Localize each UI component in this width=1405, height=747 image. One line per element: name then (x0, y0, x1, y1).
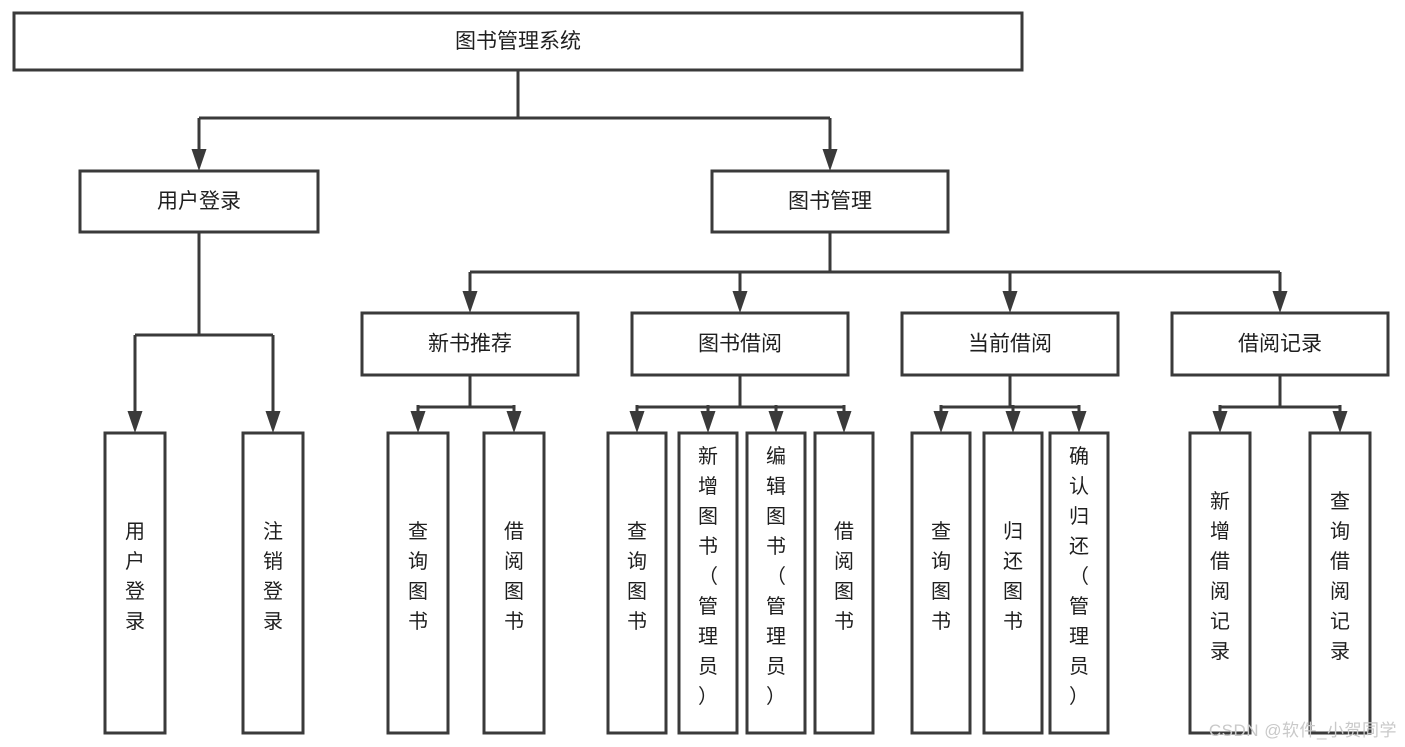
leaf-label: 新增借阅记录 (1210, 490, 1230, 663)
leaf-box[interactable] (606, 431, 668, 735)
leaf-box[interactable] (482, 431, 546, 735)
leaf-box[interactable] (677, 431, 739, 735)
level2-label: 当前借阅 (968, 333, 1052, 356)
connector-layer (127, 70, 1348, 433)
leaf-box[interactable] (813, 431, 875, 735)
arrow-head (629, 411, 645, 433)
leaf-box[interactable] (910, 431, 972, 735)
arrow-head (462, 291, 478, 313)
leaf-box[interactable] (1188, 431, 1252, 735)
leaf-label: 归还图书 (1003, 520, 1023, 633)
leaf-label: 确认归还（管理员） (1069, 445, 1089, 708)
leaf-box[interactable] (745, 431, 807, 735)
level1-label: 用户登录 (157, 190, 241, 213)
level1-label: 图书管理 (788, 190, 872, 213)
arrow-head (836, 411, 852, 433)
leaf-label: 注销登录 (263, 520, 283, 633)
leaf-label: 编辑图书（管理员） (766, 445, 786, 708)
arrow-head (1272, 291, 1288, 313)
leaf-box[interactable] (1308, 431, 1372, 735)
arrow-head (732, 291, 748, 313)
arrow-head (1071, 411, 1087, 433)
level2-box[interactable] (630, 311, 850, 377)
arrow-head (768, 411, 784, 433)
leaf-label: 查询图书 (627, 520, 647, 633)
arrow-head (700, 411, 716, 433)
arrow-head (191, 149, 207, 171)
level1-box[interactable] (78, 169, 320, 234)
arrow-head (1002, 291, 1018, 313)
arrow-head (265, 411, 281, 433)
root-box[interactable] (12, 11, 1024, 72)
leaf-box[interactable] (982, 431, 1044, 735)
level2-label: 借阅记录 (1238, 333, 1322, 356)
leaf-box[interactable] (386, 431, 450, 735)
leaf-label: 查询图书 (931, 520, 951, 633)
arrow-head (822, 149, 838, 171)
leaf-label: 借阅图书 (834, 520, 854, 633)
leaf-label: 借阅图书 (504, 520, 524, 633)
arrow-head (127, 411, 143, 433)
leaf-box[interactable] (103, 431, 167, 735)
arrow-head (1332, 411, 1348, 433)
level2-label: 图书借阅 (698, 333, 782, 356)
leaf-box[interactable] (241, 431, 305, 735)
level2-box[interactable] (360, 311, 580, 377)
leaf-label: 新增图书（管理员） (698, 445, 718, 708)
node-layer: 图书管理系统用户登录图书管理新书推荐图书借阅当前借阅借阅记录用户登录注销登录查询… (12, 11, 1390, 735)
leaf-label: 查询借阅记录 (1330, 490, 1350, 663)
arrow-head (1212, 411, 1228, 433)
level1-box[interactable] (710, 169, 950, 234)
leaf-label: 用户登录 (125, 521, 145, 633)
arrow-head (1005, 411, 1021, 433)
watermark-label: CSDN @软件_小贺同学 (1208, 721, 1397, 740)
arrow-head (933, 411, 949, 433)
level2-box[interactable] (900, 311, 1120, 377)
arrow-head (506, 411, 522, 433)
root-label: 图书管理系统 (455, 30, 581, 53)
level2-label: 新书推荐 (428, 333, 512, 356)
leaf-label: 查询图书 (408, 520, 428, 633)
arrow-head (410, 411, 426, 433)
leaf-box[interactable] (1048, 431, 1110, 735)
level2-box[interactable] (1170, 311, 1390, 377)
